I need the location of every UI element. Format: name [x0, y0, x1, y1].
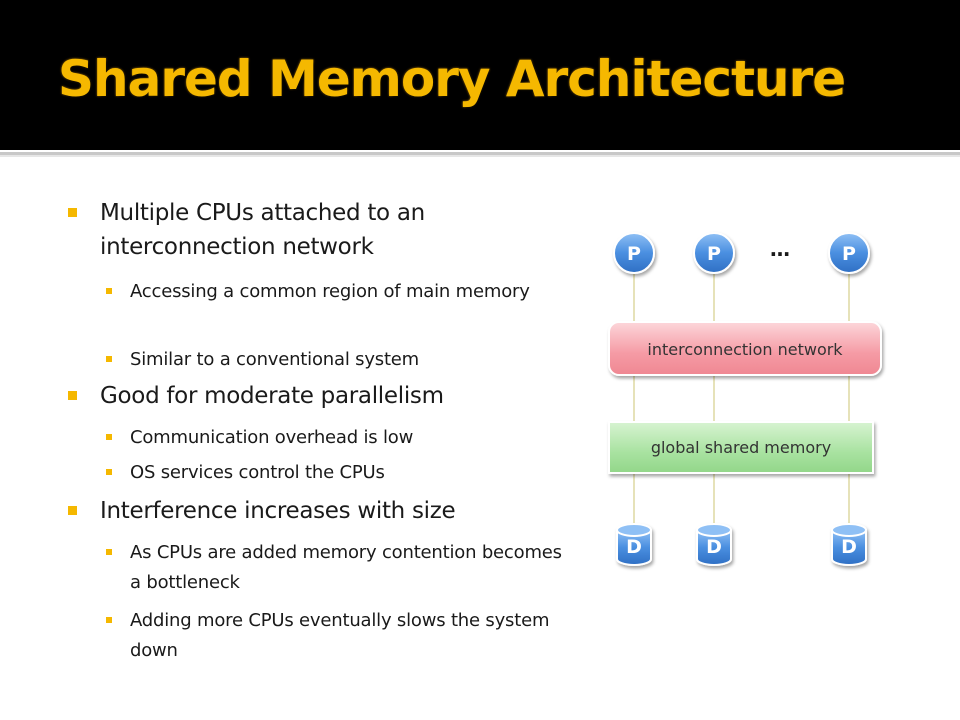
bullet-item: Multiple CPUs attached to an interconnec…: [68, 196, 580, 264]
interconnection-network-label: interconnection network: [647, 340, 843, 359]
bullet-text: Multiple CPUs attached to an interconnec…: [100, 200, 425, 260]
disk-label: D: [841, 536, 857, 558]
disk-label: D: [706, 536, 722, 558]
sub-bullet-marker: [106, 549, 112, 555]
processor-node: P: [828, 232, 870, 274]
bullet-marker: [68, 506, 77, 515]
sub-bullet-item: OS services control the CPUs: [106, 458, 575, 488]
bullet-item: Interference increases with size: [68, 494, 580, 528]
bullet-marker: [68, 208, 77, 217]
title-divider-shadow: [0, 152, 960, 155]
title-bar: Shared Memory Architecture: [0, 0, 960, 150]
sub-bullet-marker: [106, 288, 112, 294]
connector-lines: [633, 273, 850, 523]
sub-bullet-text: Adding more CPUs eventually slows the sy…: [130, 610, 550, 661]
sub-bullet-marker: [106, 617, 112, 623]
interconnection-network-box: interconnection network: [608, 321, 882, 376]
sub-bullet-text: As CPUs are added memory contention beco…: [130, 542, 562, 593]
bullet-text: Interference increases with size: [100, 498, 456, 524]
processor-node: P: [693, 232, 735, 274]
processor-label: P: [707, 243, 721, 265]
sub-bullet-text: Communication overhead is low: [130, 427, 414, 448]
sub-bullet-text: Accessing a common region of main memory: [130, 281, 530, 302]
bullet-list: Multiple CPUs attached to an interconnec…: [68, 196, 580, 666]
processor-label: P: [627, 243, 641, 265]
sub-bullet-marker: [106, 434, 112, 440]
processor-ellipsis: …: [770, 237, 790, 261]
slide-title: Shared Memory Architecture: [58, 50, 846, 108]
title-divider: [0, 150, 960, 152]
sub-bullet-item: As CPUs are added memory contention beco…: [106, 538, 575, 598]
bullet-text: Good for moderate parallelism: [100, 383, 444, 409]
sub-bullet-text: OS services control the CPUs: [130, 462, 385, 483]
disk-node: D: [616, 523, 652, 566]
disk-node: D: [696, 523, 732, 566]
disk-node: D: [831, 523, 867, 566]
shared-memory-diagram: P P … P interconnection network global s…: [608, 232, 882, 566]
bullet-marker: [68, 391, 77, 400]
sub-bullet-item: Adding more CPUs eventually slows the sy…: [106, 606, 575, 666]
sub-bullet-text: Similar to a conventional system: [130, 349, 420, 370]
processor-label: P: [842, 243, 856, 265]
sub-bullet-item: Communication overhead is low: [106, 423, 575, 453]
title-divider-edge: [0, 155, 960, 157]
disk-label: D: [626, 536, 642, 558]
sub-bullet-item: Accessing a common region of main memory: [106, 277, 575, 307]
sub-bullet-marker: [106, 469, 112, 475]
sub-bullet-item: Similar to a conventional system: [106, 345, 575, 375]
global-shared-memory-box: global shared memory: [608, 421, 874, 474]
bullet-item: Good for moderate parallelism: [68, 379, 580, 413]
global-shared-memory-label: global shared memory: [651, 438, 831, 457]
processor-node: P: [613, 232, 655, 274]
sub-bullet-marker: [106, 356, 112, 362]
